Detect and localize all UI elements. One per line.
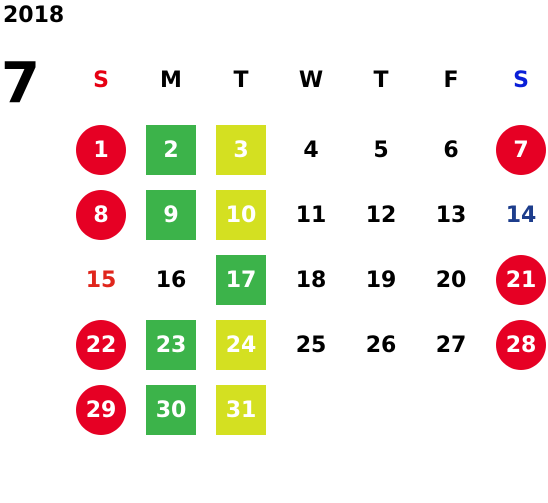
day-cell[interactable]: 30 [146, 385, 196, 435]
day-cell[interactable]: 19 [365, 267, 397, 293]
weekday-header-thursday: T [373, 67, 389, 93]
day-cell[interactable]: 14 [505, 202, 537, 228]
day-cell[interactable]: 16 [155, 267, 187, 293]
day-cell[interactable]: 24 [216, 320, 266, 370]
weekday-header-monday: M [160, 67, 182, 93]
weekday-header-wednesday: W [298, 67, 324, 93]
day-cell[interactable]: 1 [76, 125, 126, 175]
weekday-header-tuesday: T [233, 67, 249, 93]
day-cell[interactable]: 12 [365, 202, 397, 228]
day-cell[interactable]: 23 [146, 320, 196, 370]
month-number: 7 [1, 51, 40, 116]
day-cell[interactable]: 11 [295, 202, 327, 228]
day-cell[interactable]: 10 [216, 190, 266, 240]
day-cell[interactable]: 3 [216, 125, 266, 175]
day-cell[interactable]: 6 [443, 137, 459, 163]
day-cell[interactable]: 13 [435, 202, 467, 228]
weekday-header-sunday: S [93, 67, 109, 93]
day-cell[interactable]: 15 [85, 267, 117, 293]
year-label: 2018 [3, 3, 65, 28]
day-cell[interactable]: 9 [146, 190, 196, 240]
day-cell[interactable]: 7 [496, 125, 546, 175]
day-cell[interactable]: 2 [146, 125, 196, 175]
weekday-header-friday: F [443, 67, 459, 93]
weekday-header-saturday: S [513, 67, 529, 93]
day-cell[interactable]: 29 [76, 385, 126, 435]
day-cell[interactable]: 17 [216, 255, 266, 305]
day-cell[interactable]: 28 [496, 320, 546, 370]
day-cell[interactable]: 31 [216, 385, 266, 435]
day-cell[interactable]: 27 [435, 332, 467, 358]
day-cell[interactable]: 21 [496, 255, 546, 305]
day-cell[interactable]: 4 [303, 137, 319, 163]
day-cell[interactable]: 5 [373, 137, 389, 163]
day-cell[interactable]: 20 [435, 267, 467, 293]
day-cell[interactable]: 22 [76, 320, 126, 370]
day-cell[interactable]: 18 [295, 267, 327, 293]
day-cell[interactable]: 25 [295, 332, 327, 358]
day-cell[interactable]: 8 [76, 190, 126, 240]
day-cell[interactable]: 26 [365, 332, 397, 358]
